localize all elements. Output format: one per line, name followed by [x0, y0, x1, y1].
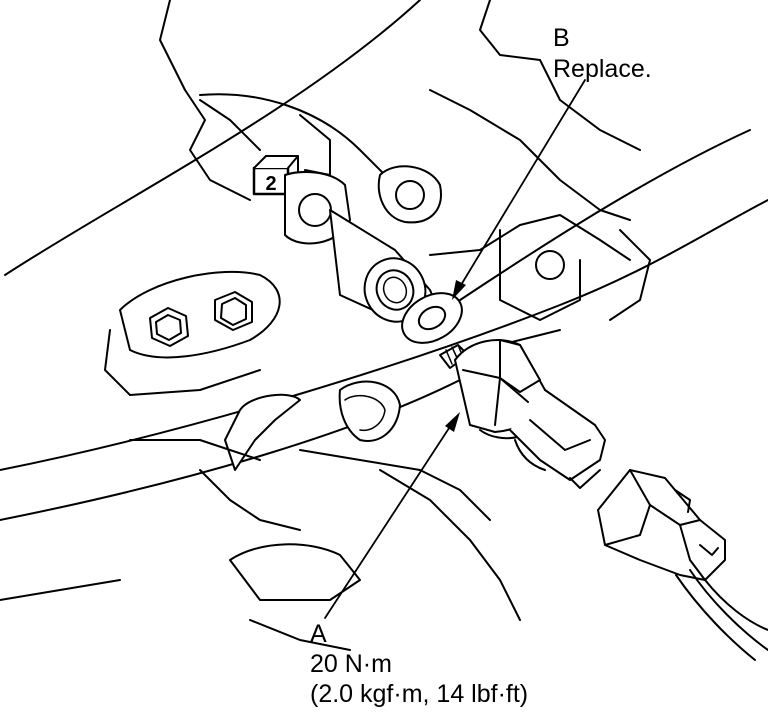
callout-a-letter: A [310, 620, 327, 648]
connector-icon [597, 469, 768, 661]
step-badge-label: 2 [265, 173, 276, 195]
upper-ridge [199, 93, 401, 191]
housing-arc-mid [0, 379, 461, 521]
upper-housing-contour [159, 0, 251, 201]
leader-line-a [324, 421, 454, 619]
callout-b-note: Replace. [553, 55, 652, 83]
threaded-port [329, 209, 434, 323]
sensor-icon [439, 339, 606, 489]
leader-arrow-b [452, 280, 466, 300]
housing-arc-upper [4, 0, 421, 276]
bolt-icon [149, 307, 189, 347]
leader-line-b [457, 79, 586, 291]
callout-a-torque: 20 N·m [310, 650, 392, 678]
washer-icon [401, 292, 463, 344]
leader-arrow-a [445, 412, 460, 432]
bolt-bracket [119, 270, 281, 359]
callout-a-torque-alt: (2.0 kgf·m, 14 lbf·ft) [310, 680, 529, 708]
callout-b-letter: B [553, 24, 570, 52]
housing-arc-lower [0, 199, 768, 471]
